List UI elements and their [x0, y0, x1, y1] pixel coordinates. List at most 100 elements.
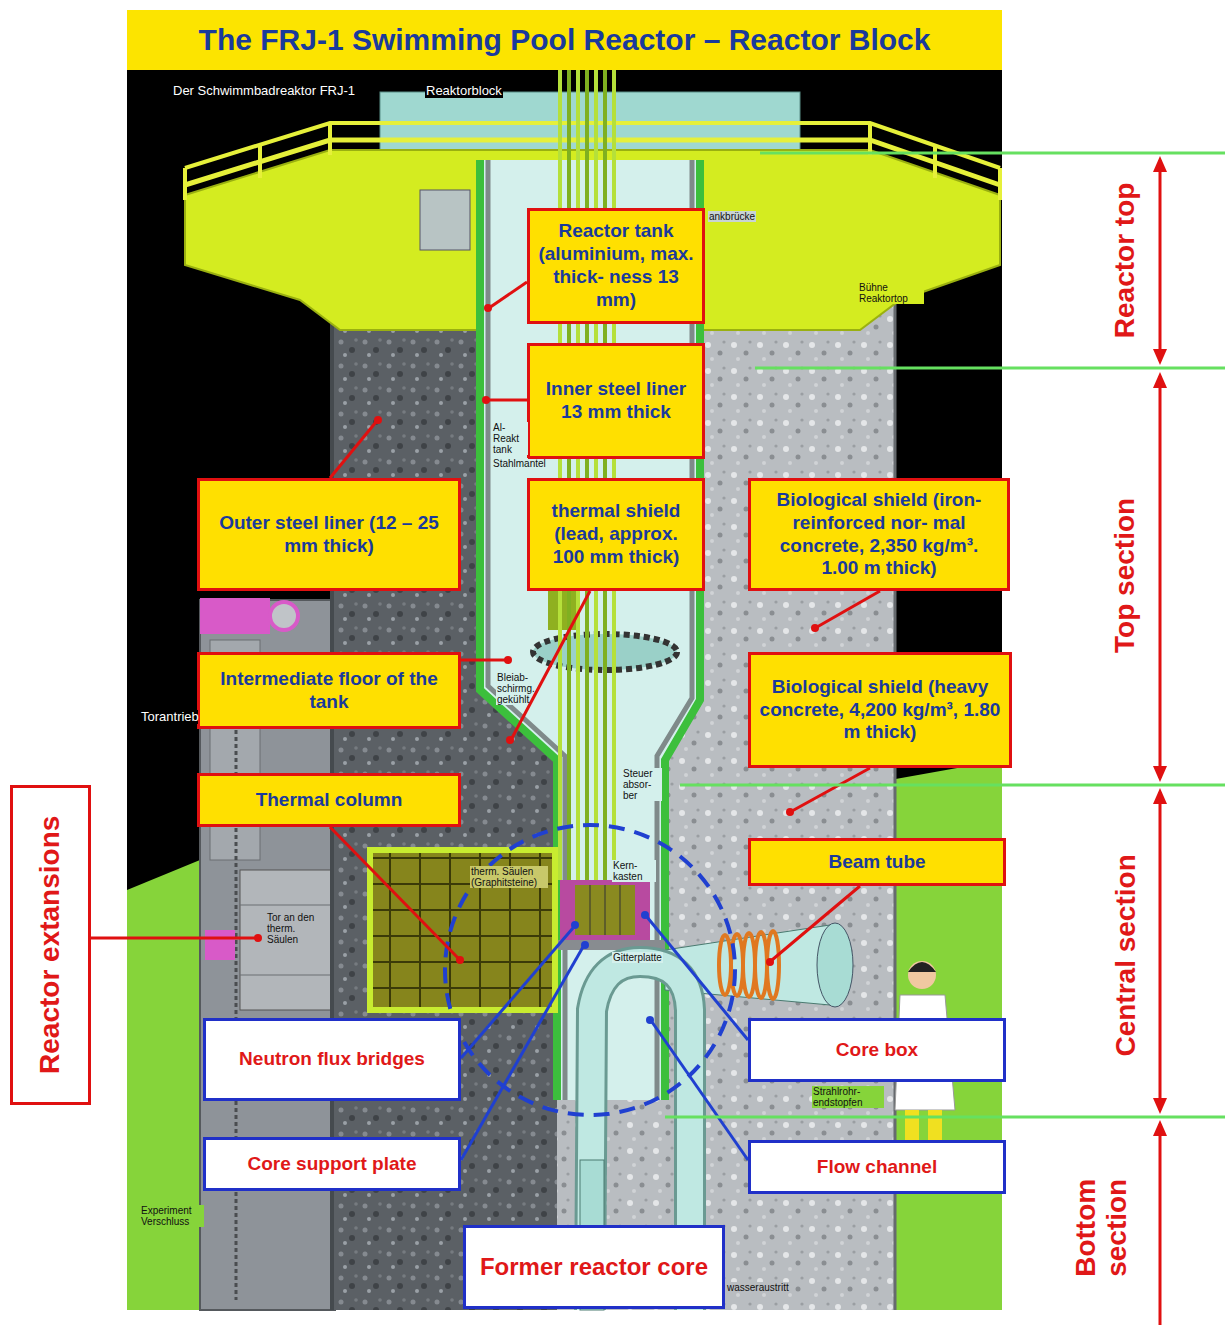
section-label: Central section: [1111, 853, 1142, 1057]
section-marker: [1153, 349, 1167, 365]
section-marker: [665, 1116, 1225, 1119]
core-assembly: [560, 880, 650, 940]
core-assembly: [590, 885, 591, 935]
control-rods: [594, 70, 598, 880]
leader-line: [811, 624, 819, 632]
section-marker: [1153, 372, 1167, 388]
leader-line: [506, 736, 514, 744]
leader-line: [489, 282, 527, 308]
core-assembly: [575, 885, 635, 935]
callout-text: Intermediate floor of the tank: [208, 668, 450, 714]
part-label: ankbrücke: [708, 211, 756, 222]
callout-text: Neutron flux bridges: [239, 1048, 425, 1071]
section-marker: [1153, 766, 1167, 782]
section-marker: [1153, 788, 1167, 804]
section-marker: [1159, 160, 1162, 361]
core-assembly: [605, 885, 606, 935]
core-assembly: [620, 885, 621, 935]
callout-text: Inner steel liner 13 mm thick: [538, 378, 694, 424]
leader-line: [641, 911, 649, 919]
part-label: Torantrieb: [140, 710, 198, 724]
part-label: Reaktorblock: [425, 84, 503, 98]
callout-text: Reactor extansions: [34, 816, 68, 1074]
section-marker: [1153, 1120, 1167, 1136]
control-rods: [558, 70, 562, 880]
core-assembly: [555, 880, 665, 950]
leader-line: [652, 1022, 748, 1160]
callout-text: Biological shield (heavy concrete, 4,200…: [759, 676, 1001, 744]
callout-text: Core support plate: [248, 1153, 417, 1176]
control-rods: [585, 70, 589, 880]
part-label: Bleiab-schirmg. gekühlt: [496, 672, 528, 705]
reactor-platform: [868, 123, 872, 155]
part-label: Stahlmantel: [492, 458, 528, 469]
section-marker: [1159, 792, 1162, 1110]
leader-line: [512, 591, 590, 738]
callout-text: Former reactor core: [480, 1253, 708, 1282]
part-label: Kern-kasten: [612, 860, 656, 882]
section-label: Reactor top: [1111, 181, 1142, 339]
section-marker: [680, 784, 1225, 787]
leader-line: [792, 768, 870, 811]
section-marker: [1153, 156, 1167, 172]
side-block: [240, 975, 335, 976]
callout-box: Former reactor core: [463, 1225, 725, 1309]
control-rods: [576, 70, 580, 880]
callout-box: Inner steel liner 13 mm thick: [527, 343, 705, 459]
bracket-box: Reactor extansions: [10, 785, 91, 1105]
section-marker: [1153, 1098, 1167, 1114]
callout-box: Biological shield (iron-reinforced nor- …: [748, 478, 1010, 591]
callout-box: Neutron flux bridges: [203, 1018, 461, 1101]
reactor-platform: [258, 145, 262, 178]
callout-box: thermal shield (lead, approx. 100 mm thi…: [527, 478, 705, 591]
leader-line: [581, 941, 589, 949]
leader-line: [571, 921, 579, 929]
leader-line: [461, 659, 506, 662]
leader-line: [484, 304, 492, 312]
callout-box: Core support plate: [203, 1137, 461, 1191]
leader-line: [254, 934, 262, 942]
side-block: [205, 930, 235, 960]
leader-line: [504, 656, 512, 664]
page-ground: [127, 70, 1002, 1310]
side-block: [240, 870, 335, 1010]
person: [908, 962, 936, 972]
callout-box: Biological shield (heavy concrete, 4,200…: [748, 652, 1012, 768]
reactor-platform: [183, 168, 187, 200]
callout-box: Thermal column: [197, 773, 461, 827]
control-rods: [567, 70, 571, 880]
part-label: Experiment Verschluss: [140, 1205, 204, 1227]
leader-line: [488, 399, 527, 402]
reactor-platform: [420, 190, 470, 250]
beam-tube: [767, 931, 779, 999]
part-label: Gitterplatte: [612, 952, 663, 963]
control-rods: [612, 70, 616, 880]
section-marker: [755, 367, 1225, 370]
thermal-column: [370, 850, 555, 1010]
leader-line: [772, 886, 860, 960]
callout-box: Reactor tank (aluminium, max. thick- nes…: [527, 208, 705, 324]
part-label: Steuer absor-ber: [622, 768, 662, 801]
diagram-title: The FRJ-1 Swimming Pool Reactor – Reacto…: [127, 10, 1002, 70]
reactor-platform: [998, 168, 1002, 200]
section-marker: [1159, 376, 1162, 778]
reactor-platform: [185, 92, 1000, 330]
section-label: Top section: [1111, 496, 1142, 653]
person: [908, 961, 936, 989]
callout-text: Core box: [836, 1039, 918, 1062]
leader-line: [766, 958, 774, 966]
leader-line: [330, 827, 458, 958]
section-marker: [1159, 1124, 1162, 1325]
leader-line: [646, 1016, 654, 1024]
callout-text: Thermal column: [256, 789, 403, 812]
beam-tube: [817, 923, 853, 1007]
callout-box: Outer steel liner (12 – 25 mm thick): [197, 478, 461, 591]
leader-line: [482, 396, 490, 404]
leader-line: [461, 947, 583, 1160]
leader-line: [330, 422, 376, 478]
leader-line: [647, 917, 748, 1040]
